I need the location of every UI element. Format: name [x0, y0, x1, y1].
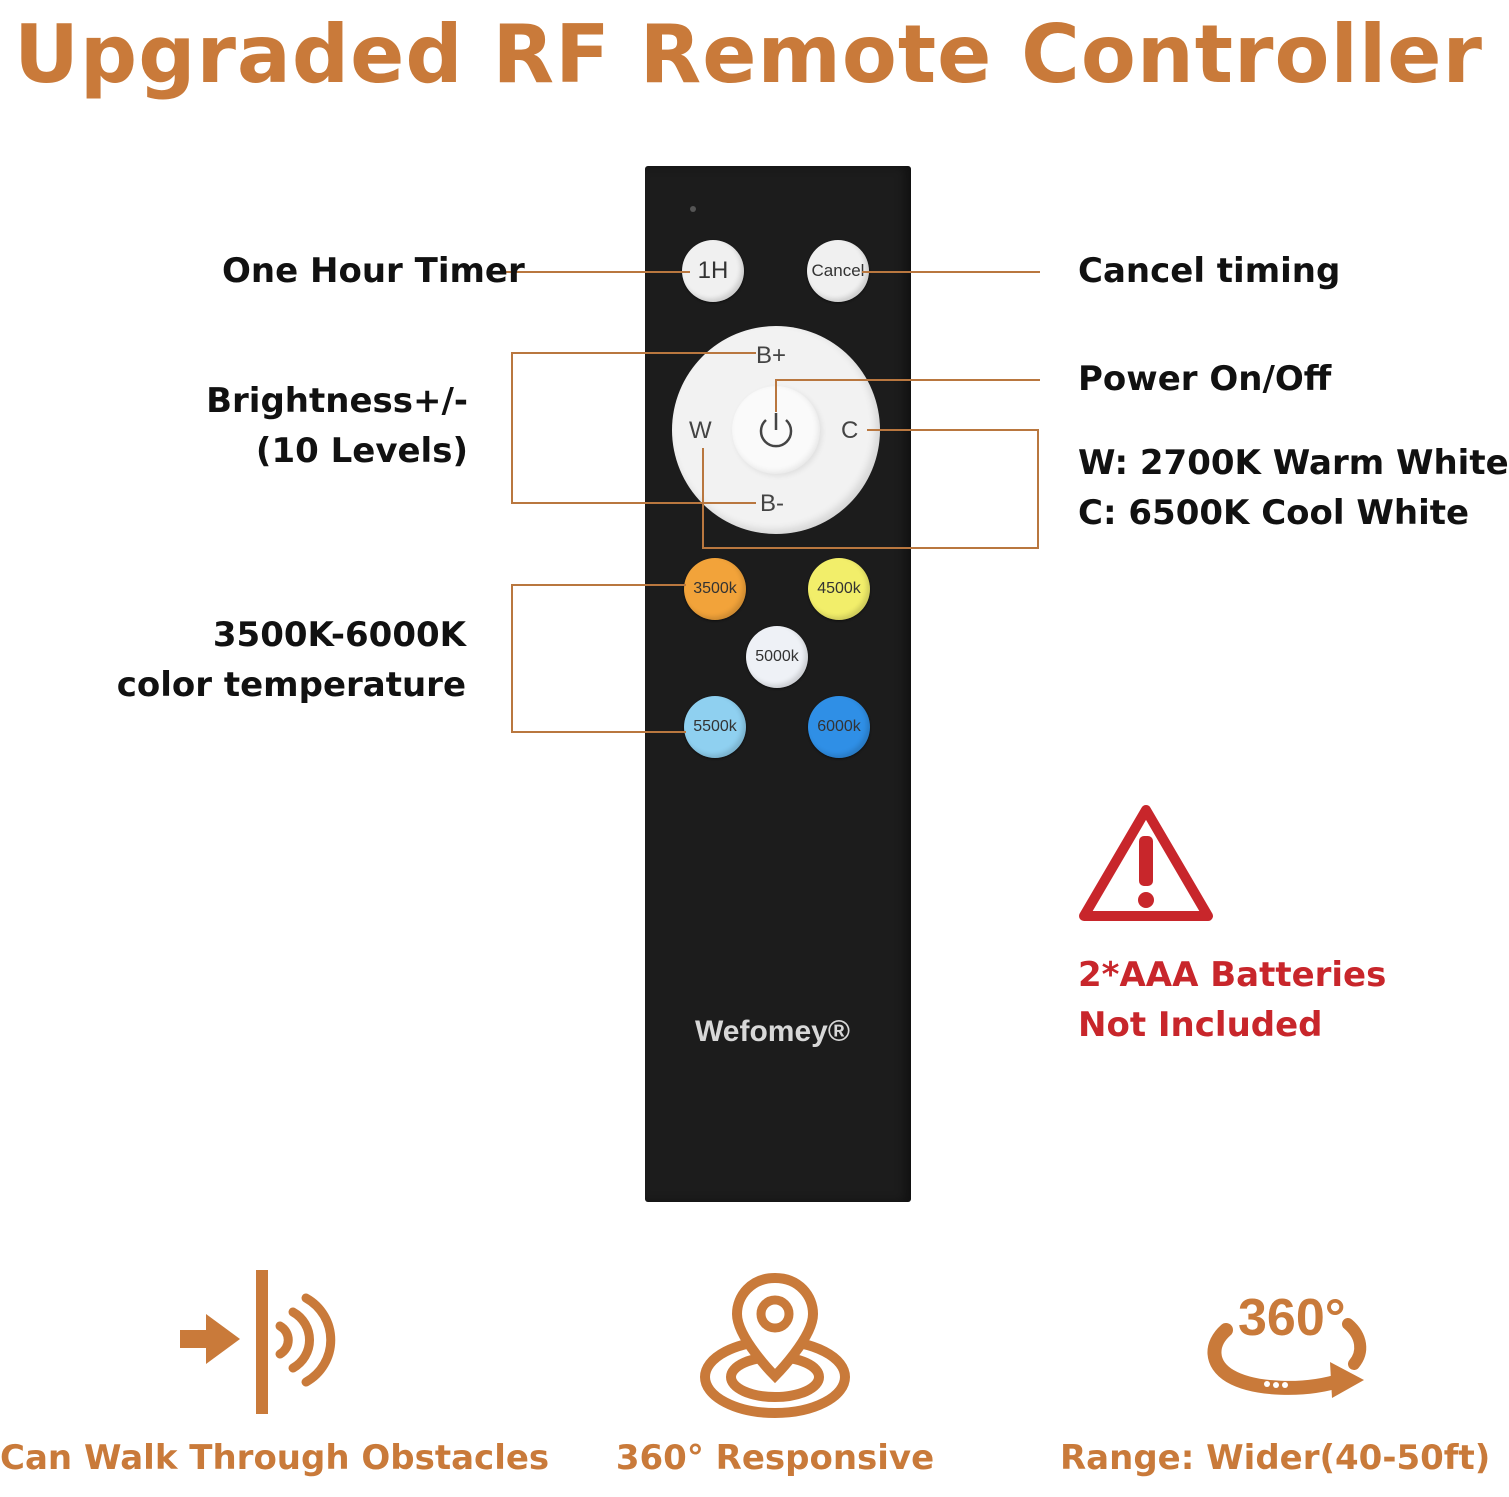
temp-5000k-label: 5000k — [755, 648, 799, 665]
one-hour-button-label: 1H — [697, 257, 729, 284]
brightness-up-button[interactable]: B+ — [756, 342, 787, 369]
page-title: Upgraded RF Remote Controller — [13, 8, 1484, 101]
temp-4500k-button[interactable]: 4500k — [808, 558, 870, 620]
feature-responsive-caption: 360° Responsive — [615, 1438, 935, 1478]
one-hour-timer-label: One Hour Timer — [222, 251, 525, 291]
brightness-label-line1: Brightness+/- — [206, 381, 468, 421]
color-temp-label-line1: 3500K-6000K — [212, 615, 466, 655]
power-icon — [759, 413, 793, 448]
feature-obstacles-caption: Can Walk Through Obstacles — [0, 1438, 550, 1478]
temp-3500k-label: 3500k — [693, 580, 737, 597]
temp-6000k-label: 6000k — [817, 718, 861, 735]
temp-5000k-button[interactable]: 5000k — [746, 626, 808, 688]
color-temp-label-line2: color temperature — [116, 665, 466, 705]
battery-warning-line1: 2*AAA Batteries — [1078, 955, 1387, 995]
battery-warning-line2: Not Included — [1078, 1005, 1323, 1045]
brand-logo: Wefomey® — [695, 1015, 850, 1048]
brightness-label-line2: (10 Levels) — [255, 431, 468, 471]
rotate-360-icon — [1207, 1318, 1367, 1398]
rotate-360-badge: 360° — [1238, 1289, 1346, 1347]
obstacle-signal-icon — [180, 1270, 336, 1414]
location-pin-icon — [700, 1272, 850, 1418]
warm-white-label: W: 2700K Warm White — [1078, 443, 1509, 483]
cancel-button[interactable]: Cancel — [807, 240, 869, 302]
power-label: Power On/Off — [1078, 359, 1332, 399]
cancel-timing-label: Cancel timing — [1078, 251, 1341, 291]
temp-3500k-button[interactable]: 3500k — [684, 558, 746, 620]
feature-range-caption: Range: Wider(40-50ft) — [1060, 1438, 1491, 1478]
warm-white-button[interactable]: W — [689, 417, 712, 444]
brightness-down-button[interactable]: B- — [760, 490, 784, 517]
temp-5500k-button[interactable]: 5500k — [684, 696, 746, 758]
one-hour-button[interactable]: 1H — [682, 240, 744, 302]
warning-icon — [1079, 805, 1213, 921]
temp-6000k-button[interactable]: 6000k — [808, 696, 870, 758]
cool-white-label: C: 6500K Cool White — [1078, 493, 1470, 533]
cancel-button-label: Cancel — [811, 261, 865, 280]
indicator-led — [690, 206, 696, 212]
temp-5500k-label: 5500k — [693, 718, 737, 735]
cool-white-button[interactable]: C — [841, 417, 859, 444]
temp-4500k-label: 4500k — [817, 580, 861, 597]
